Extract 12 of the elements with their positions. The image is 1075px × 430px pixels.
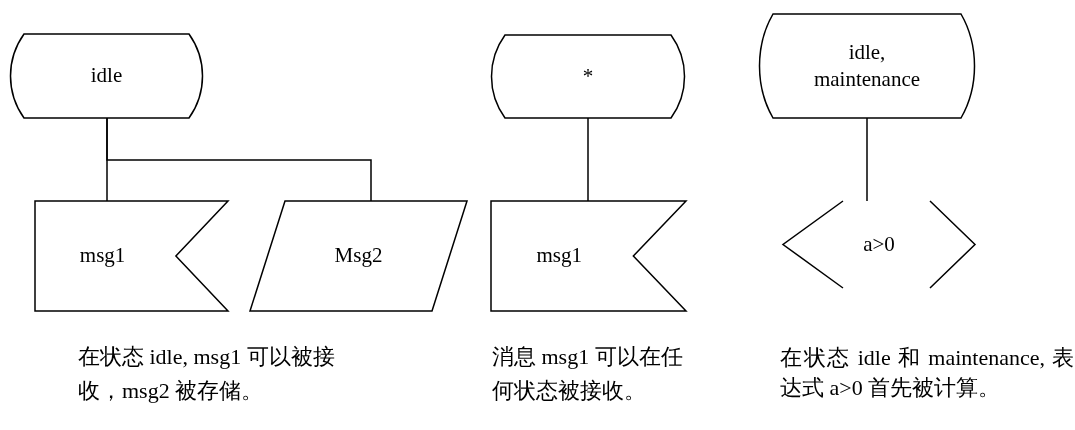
state-shape: idle — [10, 34, 203, 118]
input-signal-shape: msg1 — [35, 201, 228, 311]
caption-text: 在状态 idle 和 maintenance, 表达式 a>0 首先被计算。 — [780, 344, 1074, 402]
connector-line — [587, 117, 589, 202]
state-shape: * — [491, 35, 685, 118]
caption-text: 消息 msg1 可以在任何状态被接收。 — [492, 343, 684, 405]
input-signal-shape: msg1 — [491, 201, 686, 311]
caption-text: 在状态 idle, msg1 可以被接收，msg2 被存储。 — [78, 343, 336, 405]
connector-line — [866, 117, 868, 202]
state-shape: idle, maintenance — [759, 14, 975, 118]
save-symbol-shape: Msg2 — [250, 201, 467, 311]
connector-line — [106, 117, 372, 202]
